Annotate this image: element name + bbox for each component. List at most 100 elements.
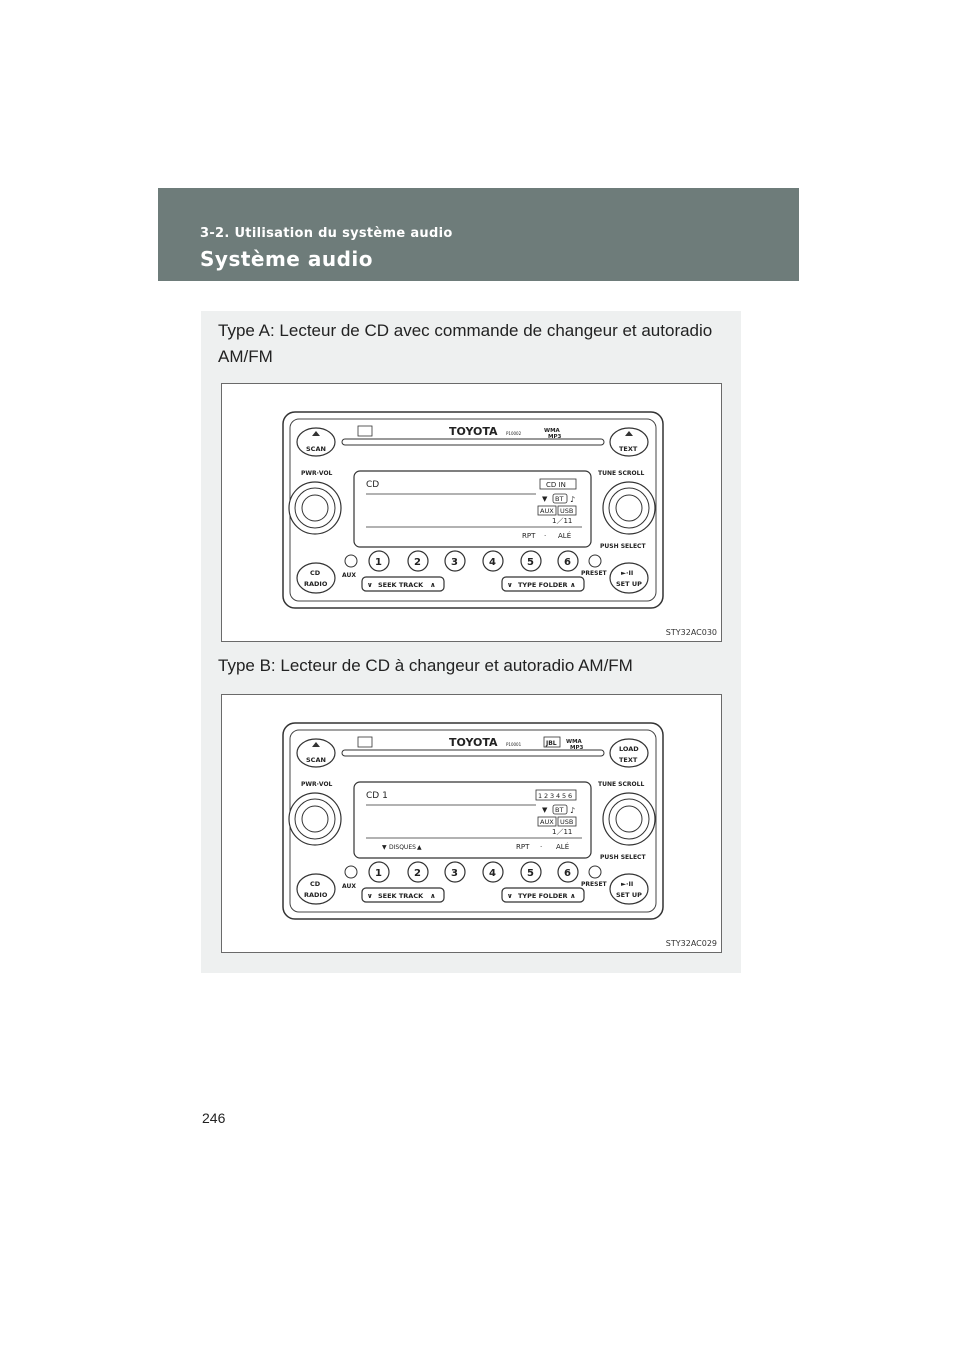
lcd-display: CD CD IN ▼ BT ♪ AUX USB 1／11 RPT · ALÉ [353,470,592,548]
preset-button-4[interactable]: 4 [482,861,504,883]
setup-button[interactable]: ►·II SET UP [609,873,649,905]
tune-scroll-knob[interactable] [602,481,656,535]
svg-text:2: 2 [414,868,421,879]
aux-jack[interactable] [344,554,358,568]
disc-2: 2 [544,792,548,800]
svg-text:6: 6 [564,557,571,568]
preset-button-3[interactable]: 3 [444,861,466,883]
aux-label: AUX [342,572,356,579]
load-text-button[interactable]: LOAD TEXT [609,738,649,768]
seek-track-button[interactable]: ∨ SEEK TRACK ∧ [361,576,445,592]
chevron-up-icon: ∧ [430,581,436,589]
tune-scroll-label: TUNE SCROLL [598,781,644,788]
mp3-badge: MP3 [570,745,584,751]
svg-text:3: 3 [451,557,458,568]
aux-indicator: AUX [540,507,554,515]
setup-button[interactable]: ►·II SET UP [609,562,649,594]
preset-button-1[interactable]: 1 [368,550,390,572]
preset-button-2[interactable]: 2 [407,550,429,572]
preset-button-5[interactable]: 5 [520,550,542,572]
chevron-up-icon: ∧ [570,892,576,900]
chapter-header: 3-2. Utilisation du système audio Systèm… [158,188,799,281]
jbl-logo: JBL [545,740,557,747]
cd-logo-icon [357,736,373,748]
aux-jack[interactable] [344,865,358,879]
svg-text:1: 1 [375,557,382,568]
svg-text:1: 1 [375,868,382,879]
rpt-indicator: RPT [516,843,530,851]
mp3-badge: MP3 [548,434,562,440]
brand-logo: TOYOTA [449,736,498,749]
svg-text:2: 2 [414,557,421,568]
bt-indicator: BT [555,806,563,814]
scan-button[interactable]: SCAN [296,738,336,768]
cd-radio-button[interactable]: CD RADIO [296,873,336,905]
chevron-up-icon: ∧ [430,892,436,900]
svg-text:TEXT: TEXT [619,756,638,764]
signal-icon: ▼ [542,495,548,503]
preset-button-5[interactable]: 5 [520,861,542,883]
cd-in-indicator: CD IN [546,481,566,489]
pwr-vol-label: PWR·VOL [301,781,333,788]
preset-button-6[interactable]: 6 [557,861,579,883]
svg-text:4: 4 [489,868,496,879]
preset-button-3[interactable]: 3 [444,550,466,572]
preset-indicator [588,865,602,879]
separator-dot: · [544,532,546,540]
seek-track-button[interactable]: ∨ SEEK TRACK ∧ [361,887,445,903]
eject-icon [312,431,320,436]
disc-6: 6 [568,792,572,800]
type-a-caption: Type A: Lecteur de CD avec commande de c… [218,321,713,366]
scan-button[interactable]: SCAN [296,427,336,457]
svg-text:RADIO: RADIO [304,580,328,588]
pwr-vol-knob[interactable] [288,481,342,535]
pwr-vol-knob[interactable] [288,792,342,846]
type-b-audio-unit: TOYOTA P10001 JBL WMA MP3 SCAN LOAD TEXT… [282,722,664,920]
type-folder-button[interactable]: ∨ TYPE FOLDER ∧ [501,576,585,592]
svg-text:TEXT: TEXT [619,445,638,453]
preset-button-6[interactable]: 6 [557,550,579,572]
cd-radio-button[interactable]: CD RADIO [296,562,336,594]
svg-text:6: 6 [564,868,571,879]
disc-3: 3 [550,792,554,800]
type-a-audio-unit: TOYOTA P10002 WMA MP3 SCAN TEXT PWR·VOL … [282,411,664,609]
signal-icon: ▼ [542,806,548,814]
chevron-down-icon: ∨ [367,892,373,900]
tune-scroll-knob[interactable] [602,792,656,846]
usb-indicator: USB [560,507,573,515]
aux-indicator: AUX [540,818,554,826]
display-source: CD 1 [366,791,388,801]
preset-button-1[interactable]: 1 [368,861,390,883]
preset-label: PRESET [581,570,608,577]
text-button[interactable]: TEXT [609,427,649,457]
track-counter: 1／11 [552,517,572,525]
type-b-figure: TOYOTA P10001 JBL WMA MP3 SCAN LOAD TEXT… [221,694,722,953]
chevron-down-icon: ∨ [507,581,513,589]
disc-1: 1 [538,792,542,800]
disc-5: 5 [562,792,566,800]
wma-badge: WMA [566,739,583,745]
aux-label: AUX [342,883,356,890]
type-folder-button[interactable]: ∨ TYPE FOLDER ∧ [501,887,585,903]
preset-button-4[interactable]: 4 [482,550,504,572]
svg-text:SEEK TRACK: SEEK TRACK [378,892,424,900]
triangle-up-icon: ▲ [417,844,422,851]
svg-text:5: 5 [527,557,534,568]
ale-indicator: ALÉ [558,531,571,540]
rpt-indicator: RPT [522,532,536,540]
svg-text:LOAD: LOAD [619,745,639,753]
svg-text:SET UP: SET UP [616,580,642,588]
preset-indicator [588,554,602,568]
svg-text:CD: CD [310,880,321,888]
play-pause-icon: ►·II [621,569,633,577]
eject-icon [625,431,633,436]
svg-text:TYPE FOLDER: TYPE FOLDER [518,892,568,900]
display-source: CD [366,480,379,490]
push-select-label: PUSH SELECT [600,543,646,550]
preset-button-2[interactable]: 2 [407,861,429,883]
lcd-display: CD 1 1 2 3 4 5 6 ▼ BT ♪ AUX USB 1／11 ▼ D… [353,781,592,859]
svg-text:SCAN: SCAN [306,756,326,764]
cd-logo-icon [357,425,373,437]
svg-text:RADIO: RADIO [304,891,328,899]
svg-text:5: 5 [527,868,534,879]
